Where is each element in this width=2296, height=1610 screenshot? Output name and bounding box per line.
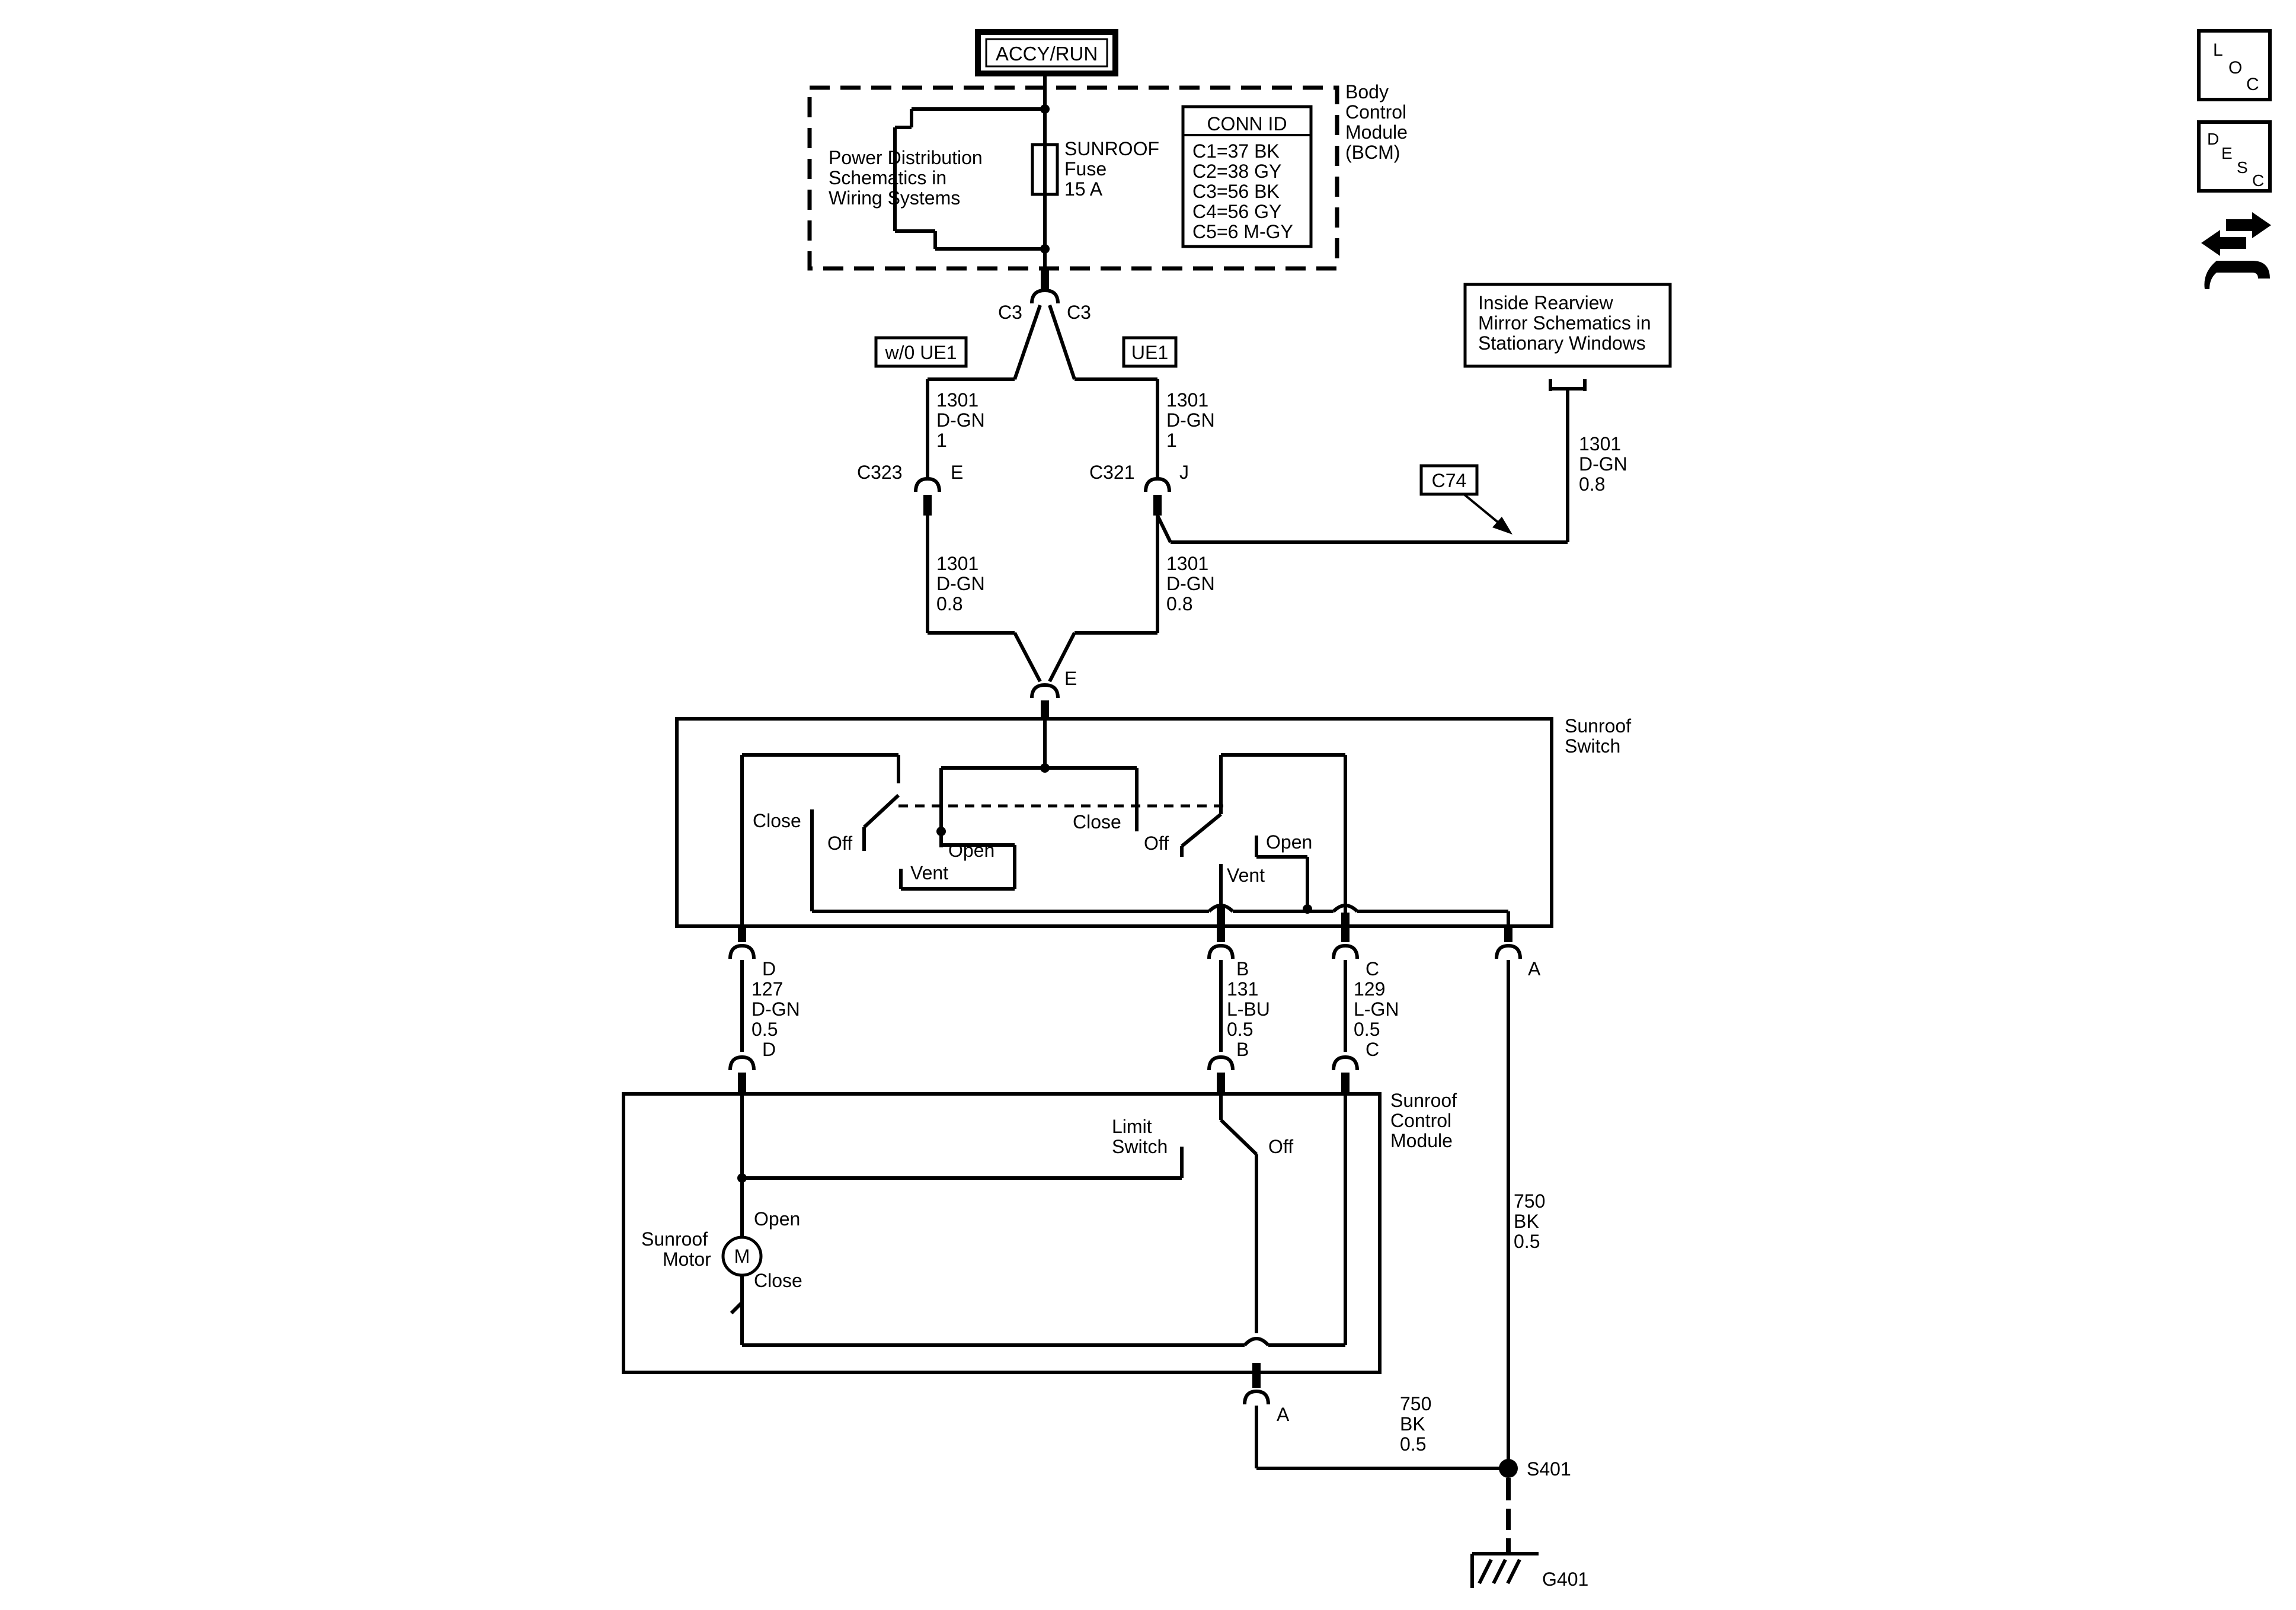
accy-run-label: ACCY/RUN — [975, 29, 1118, 76]
wire-1301-left-bottom: 1301 D-GN 0.8 — [936, 553, 990, 614]
module-b-connector — [1207, 1055, 1235, 1071]
g401-label: G401 — [1542, 1569, 1588, 1590]
pin-b-top: B — [1236, 958, 1249, 980]
desc-icon[interactable]: D E S C — [2197, 120, 2272, 193]
wire-750-lower: 750 BK 0.5 — [1400, 1393, 1437, 1455]
svg-text:C: C — [2246, 75, 2259, 94]
sunroof-control-module-title: Sunroof Control Module — [1390, 1090, 1462, 1151]
c3-left-label: C3 — [998, 302, 1022, 323]
diagnostic-arrows-icon[interactable] — [2201, 212, 2271, 289]
svg-text:C74: C74 — [1432, 470, 1467, 491]
svg-text:w/0 UE1: w/0 UE1 — [885, 342, 957, 363]
without-ue1-option: w/0 UE1 — [874, 336, 968, 368]
switch-e-connector — [1030, 683, 1060, 699]
switch-off-left: Off — [827, 833, 852, 854]
c3-right-label: C3 — [1067, 302, 1091, 323]
wire-1301-left-top: 1301 D-GN 1 — [936, 389, 990, 451]
svg-text:S: S — [2237, 158, 2248, 177]
svg-text:C3=56 BK: C3=56 BK — [1192, 181, 1280, 202]
svg-text:CONN ID: CONN ID — [1207, 113, 1287, 135]
wire-1301-right-top: 1301 D-GN 1 — [1166, 389, 1220, 451]
switch-a-connector — [1495, 943, 1522, 959]
conn-id-table: CONN ID C1=37 BK C2=38 GY C3=56 BK C4=56… — [1181, 105, 1313, 248]
c323-connector — [914, 476, 941, 492]
c74-arrow-icon — [1492, 517, 1512, 534]
sunroof-fuse-label: SUNROOF Fuse 15 A — [1064, 138, 1165, 200]
c323-pin: E — [951, 462, 963, 483]
module-a-connector — [1243, 1389, 1270, 1405]
c321-label: C321 — [1089, 462, 1135, 483]
wire-127: 127 D-GN 0.5 — [752, 978, 805, 1040]
ue1-option: UE1 — [1122, 336, 1178, 368]
wire-1301-mirror: 1301 D-GN 0.8 — [1579, 433, 1633, 495]
svg-text:D: D — [2207, 130, 2219, 148]
svg-text:C2=38 GY: C2=38 GY — [1192, 161, 1281, 182]
svg-text:C4=56 GY: C4=56 GY — [1192, 201, 1281, 222]
pin-c-bottom: C — [1366, 1039, 1379, 1060]
bcm-dashed-outline — [807, 85, 1339, 271]
wire-1301-right-bottom: 1301 D-GN 0.8 — [1166, 553, 1220, 614]
c3-connector — [1030, 288, 1060, 304]
switch-d-connector — [728, 943, 756, 959]
c321-pin: J — [1179, 462, 1189, 483]
pin-a-module: A — [1277, 1404, 1290, 1425]
svg-text:Inside Rearview Mirror S: Inside Rearview Mirror Schematics in Sta… — [1478, 292, 1657, 354]
switch-vent-left: Vent — [910, 862, 948, 884]
c74-label: C74 — [1419, 464, 1479, 496]
svg-text:O: O — [2228, 58, 2242, 78]
motor-open: Open — [754, 1208, 800, 1230]
pin-b-bottom: B — [1236, 1039, 1249, 1060]
svg-text:C5=6 M-GY: C5=6 M-GY — [1192, 221, 1293, 242]
pin-d-top: D — [762, 958, 776, 980]
pin-c-top: C — [1366, 958, 1379, 980]
switch-close-right: Close — [1073, 811, 1121, 833]
module-c-connector — [1332, 1055, 1359, 1071]
sunroof-switch-title: Sunroof Switch — [1565, 715, 1636, 757]
switch-e-pin: E — [1064, 668, 1077, 689]
switch-close-left: Close — [753, 810, 801, 831]
loc-icon[interactable]: L O C — [2197, 29, 2272, 101]
pin-a-switch: A — [1528, 958, 1541, 980]
switch-b-connector — [1207, 943, 1235, 959]
sunroof-control-module-box — [622, 1092, 1382, 1374]
svg-text:C: C — [2252, 171, 2264, 190]
limit-switch-off: Off — [1268, 1136, 1293, 1157]
module-d-connector — [728, 1055, 756, 1071]
switch-c-connector — [1332, 943, 1359, 959]
s401-splice — [1499, 1459, 1518, 1478]
power-distribution-ref: Power Distribution Schematics in Wiring … — [829, 147, 988, 209]
wire-129: 129 L-GN 0.5 — [1354, 978, 1404, 1040]
sunroof-motor-label: Sunroof Motor — [641, 1228, 713, 1270]
wire-750-upper: 750 BK 0.5 — [1514, 1190, 1550, 1252]
c323-label: C323 — [857, 462, 903, 483]
switch-open-right: Open — [1266, 831, 1312, 853]
inside-rearview-mirror-ref: Inside Rearview Mirror Schematics in Sta… — [1463, 283, 1672, 368]
svg-text:ACCY/RUN: ACCY/RUN — [996, 43, 1098, 65]
motor-close: Close — [754, 1270, 802, 1291]
svg-text:C1=37 BK: C1=37 BK — [1192, 140, 1280, 162]
svg-text:L: L — [2213, 40, 2223, 60]
switch-off-right: Off — [1144, 833, 1169, 854]
motor-symbol: M — [734, 1246, 750, 1267]
switch-vent-right: Vent — [1227, 865, 1265, 886]
svg-text:UE1: UE1 — [1131, 342, 1168, 363]
c321-connector — [1144, 476, 1171, 492]
switch-open-left: Open — [948, 840, 994, 861]
g401-ground-icon — [1470, 1552, 1539, 1588]
s401-label: S401 — [1527, 1458, 1571, 1480]
svg-text:E: E — [2221, 144, 2233, 162]
bcm-title: Body Control Module (BCM) — [1345, 81, 1413, 163]
pin-d-bottom: D — [762, 1039, 776, 1060]
wire-131: 131 L-BU 0.5 — [1227, 978, 1275, 1040]
limit-switch-label: Limit Switch — [1112, 1116, 1168, 1157]
